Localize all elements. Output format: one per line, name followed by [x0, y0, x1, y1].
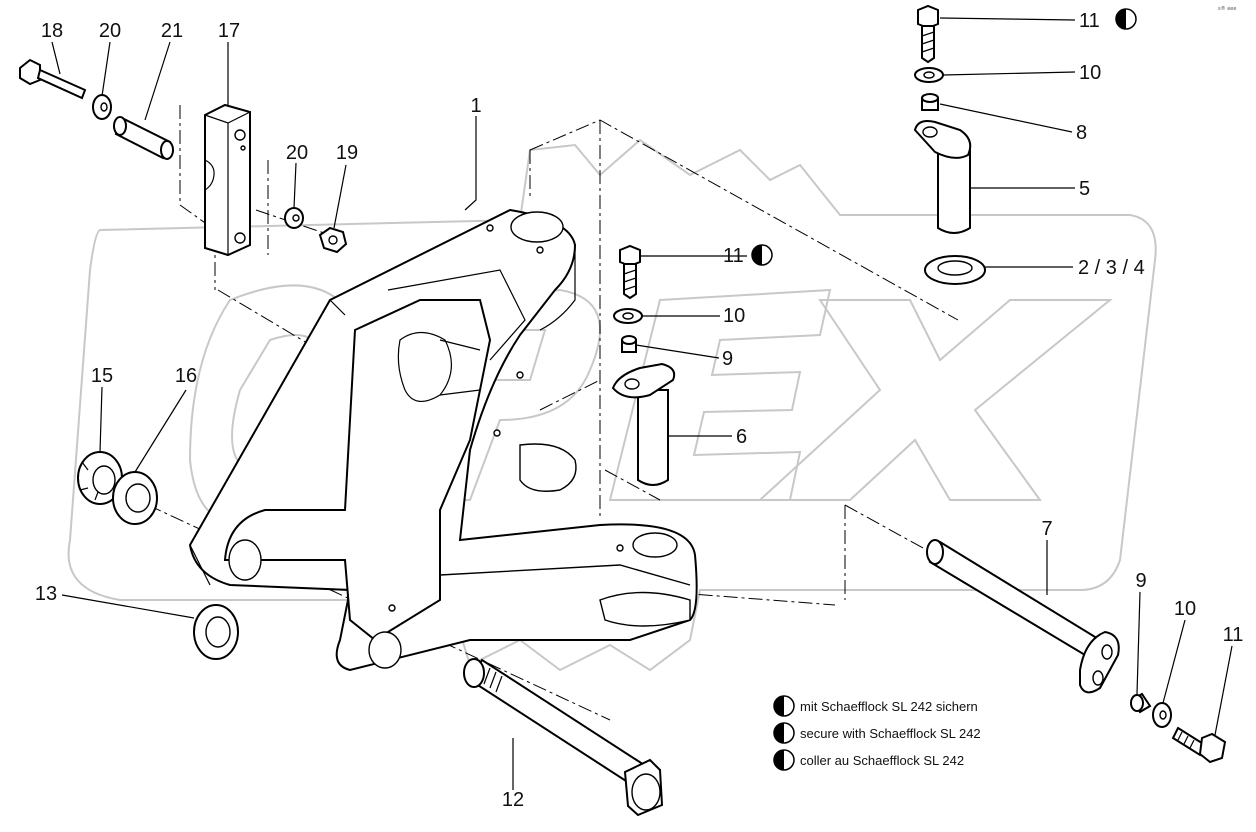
bolt-11-lower [1171, 726, 1227, 764]
washer-13 [193, 604, 239, 660]
callout-5: 5 [1079, 178, 1090, 200]
threadlock-legend-icon [773, 722, 795, 744]
washer-10-top [914, 67, 944, 83]
threadlock-legend-icon [773, 749, 795, 771]
callout-21: 21 [161, 20, 183, 42]
callout-11-lower: 11 [1223, 624, 1244, 646]
ring-2-3-4 [924, 255, 986, 285]
nut-19 [318, 226, 348, 254]
pin-5 [913, 120, 972, 234]
bolt-18 [19, 58, 87, 100]
seal-ring-16 [112, 471, 158, 525]
callout-13: 13 [35, 583, 57, 605]
callout-11-top: 11 [1079, 10, 1100, 32]
callout-17: 17 [218, 20, 240, 42]
clamp-block-17 [204, 103, 251, 257]
callout-10-middle: 10 [723, 305, 745, 327]
callout-10-lower: 10 [1174, 598, 1196, 620]
legend-de: mit Schaefflock SL 242 sichern [800, 699, 978, 714]
washer-20-lower [284, 207, 304, 229]
callout-labels: 18 20 21 17 20 19 1 11 10 8 5 2 / 3 / 4 … [35, 10, 1244, 811]
threadlock-symbol-top [1115, 8, 1137, 30]
bushing-9-lower [1130, 692, 1152, 714]
callout-9-middle: 9 [722, 348, 733, 370]
callout-12: 12 [502, 789, 524, 811]
pin-12 [463, 658, 664, 817]
leader-lines [51, 17, 1233, 790]
legend: mit Schaefflock SL 242 sichern secure wi… [773, 695, 981, 771]
bushing-9-middle [621, 335, 637, 353]
washer-10-middle [613, 308, 643, 324]
callout-10-top: 10 [1079, 62, 1101, 84]
callout-8: 8 [1076, 122, 1087, 144]
callout-20-lower: 20 [286, 142, 308, 164]
threadlock-legend-icon [773, 695, 795, 717]
legend-fr: coller au Schaefflock SL 242 [800, 753, 964, 768]
callout-16: 16 [175, 365, 197, 387]
bolt-11-middle [619, 244, 641, 300]
callout-6: 6 [736, 426, 747, 448]
threadlock-symbol-middle [751, 244, 773, 266]
legend-en: secure with Schaefflock SL 242 [800, 726, 981, 741]
callout-19: 19 [336, 142, 358, 164]
castle-nut-15 [77, 451, 123, 505]
main-frame [188, 208, 698, 672]
sleeve-21 [113, 116, 174, 160]
callout-15: 15 [91, 365, 113, 387]
callout-7: 7 [1041, 518, 1052, 540]
callout-9-lower: 9 [1135, 570, 1146, 592]
corner-mark: s® eee [1218, 5, 1236, 12]
pin-6 [611, 362, 676, 486]
callout-20-upper: 20 [99, 20, 121, 42]
callout-1: 1 [470, 95, 481, 117]
pin-7 [926, 539, 1120, 694]
callout-18: 18 [41, 20, 63, 42]
callout-2-3-4: 2 / 3 / 4 [1078, 257, 1145, 279]
callout-11-middle: 11 [723, 245, 744, 267]
washer-20-upper [92, 94, 112, 120]
washer-10-lower [1152, 702, 1172, 728]
bushing-8 [921, 93, 939, 111]
bolt-11-top [917, 4, 939, 64]
